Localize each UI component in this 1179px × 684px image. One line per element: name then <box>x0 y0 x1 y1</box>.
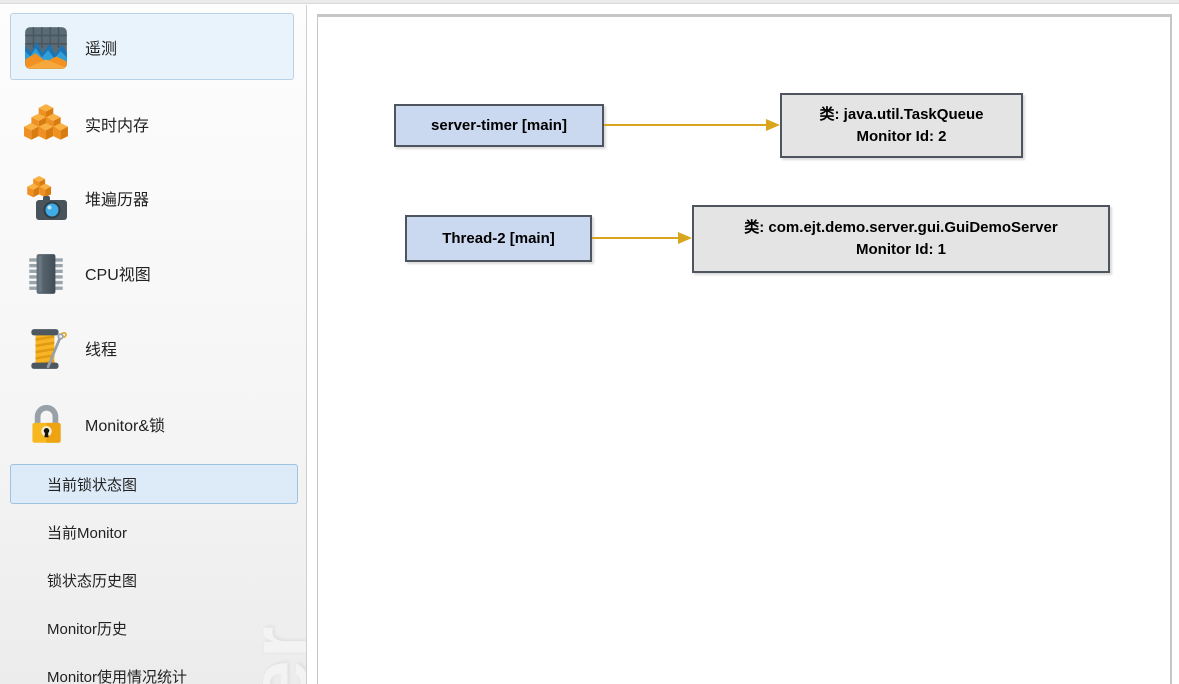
sidebar-subitem-monitor-history[interactable]: Monitor历史 <box>10 608 298 648</box>
view-sidebar: 遥测 实时内存 <box>0 5 307 684</box>
blocking-arrow-line <box>604 124 766 126</box>
sidebar-item-label: CPU视图 <box>85 266 151 284</box>
sidebar-item-cpu-views[interactable]: CPU视图 <box>10 239 294 306</box>
blocking-arrow-head-icon <box>678 232 692 244</box>
monitor-node-taskqueue[interactable]: 类: java.util.TaskQueue Monitor Id: 2 <box>780 93 1023 158</box>
sidebar-item-threads[interactable]: 线程 <box>10 314 294 381</box>
sidebar-subitem-label: Monitor历史 <box>47 620 128 638</box>
monitor-node-class: 类: com.ejt.demo.server.gui.GuiDemoServer <box>744 219 1058 236</box>
sidebar-subitem-label: 当前Monitor <box>47 524 128 542</box>
thread-node-thread-2[interactable]: Thread-2 [main] <box>405 215 592 262</box>
sidebar-item-label: 实时内存 <box>85 117 150 135</box>
sidebar-item-monitors-locks[interactable]: Monitor&锁 <box>10 390 294 457</box>
sidebar-subitem-monitor-usage-statistics[interactable]: Monitor使用情况统计 <box>10 656 298 684</box>
sidebar-subitem-locking-history-graph[interactable]: 锁状态历史图 <box>10 560 298 600</box>
thread-node-label: Thread-2 [main] <box>442 230 555 247</box>
sidebar-item-label: 堆遍历器 <box>85 191 150 209</box>
sidebar-subitem-label: 锁状态历史图 <box>47 572 138 590</box>
sidebar-item-label: 遥测 <box>85 40 118 58</box>
telemetry-icon <box>23 25 69 71</box>
sidebar-item-heap-walker[interactable]: 堆遍历器 <box>10 164 294 231</box>
monitor-node-class: 类: java.util.TaskQueue <box>819 105 984 123</box>
thread-node-server-timer[interactable]: server-timer [main] <box>394 104 604 147</box>
monitor-node-id: Monitor Id: 1 <box>856 241 946 258</box>
jprofiler-watermark: JProfiler <box>233 624 306 684</box>
sidebar-subitem-current-monitors[interactable]: 当前Monitor <box>10 512 298 552</box>
sidebar-subitem-current-locking-graph[interactable]: 当前锁状态图 <box>10 464 298 504</box>
blocking-arrow-line <box>592 237 678 239</box>
monitor-node-guidemoserver[interactable]: 类: com.ejt.demo.server.gui.GuiDemoServer… <box>692 205 1110 273</box>
heap-walker-icon <box>23 176 69 222</box>
blocking-arrow-head-icon <box>766 119 780 131</box>
threads-icon <box>23 326 69 372</box>
sidebar-item-telemetries[interactable]: 遥测 <box>10 13 294 80</box>
sidebar-subitem-label: 当前锁状态图 <box>47 476 138 494</box>
sidebar-item-label: Monitor&锁 <box>85 417 166 435</box>
cpu-views-icon <box>23 251 69 297</box>
sidebar-item-live-memory[interactable]: 实时内存 <box>10 90 294 157</box>
sidebar-item-label: 线程 <box>85 341 118 359</box>
monitors-locks-icon <box>23 402 69 448</box>
sidebar-subitem-label: Monitor使用情况统计 <box>47 668 188 684</box>
live-memory-icon <box>23 102 69 148</box>
thread-node-label: server-timer [main] <box>431 117 567 134</box>
locking-graph-panel: server-timer [main] 类: java.util.TaskQue… <box>317 14 1172 684</box>
toolbar-edge <box>0 0 1179 4</box>
monitor-node-id: Monitor Id: 2 <box>856 127 947 145</box>
